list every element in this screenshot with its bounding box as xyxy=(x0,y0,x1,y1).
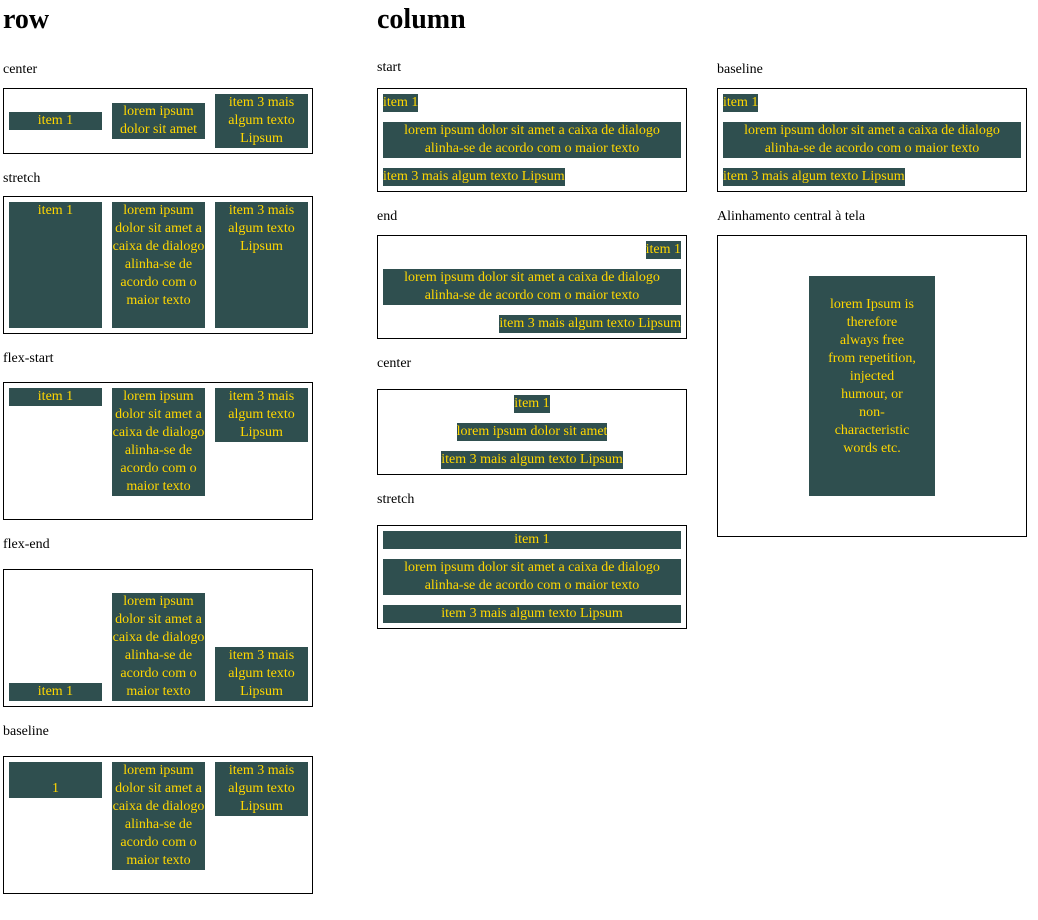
row-flex-end-box: item 1 lorem ipsum dolor sit amet a caix… xyxy=(3,569,313,707)
row-baseline-label: baseline xyxy=(3,724,49,739)
column-start-box: item 1 lorem ipsum dolor sit amet a caix… xyxy=(377,88,687,192)
row-baseline-item-3: item 3 mais algum texto Lipsum xyxy=(215,762,308,816)
column-stretch-box: item 1 lorem ipsum dolor sit amet a caix… xyxy=(377,525,687,629)
row-flex-start-item-3: item 3 mais algum texto Lipsum xyxy=(215,388,308,442)
row-flex-start-box: item 1 lorem ipsum dolor sit amet a caix… xyxy=(3,382,313,520)
column-start-label: start xyxy=(377,60,402,75)
right-section: baseline item 1 lorem ipsum dolor sit am… xyxy=(717,0,1027,537)
column-end-item-2: lorem ipsum dolor sit amet a caixa de di… xyxy=(383,269,681,305)
column-center-label: center xyxy=(377,356,412,371)
row-baseline-box: 1 lorem ipsum dolor sit amet a caixa de … xyxy=(3,756,313,894)
row-flex-end-item-3: item 3 mais algum texto Lipsum xyxy=(215,647,308,701)
column-end-item-1: item 1 xyxy=(645,241,681,259)
column-stretch-item-1: item 1 xyxy=(383,531,681,549)
column-heading: column xyxy=(377,4,466,35)
row-baseline-item-1: 1 xyxy=(9,762,102,798)
row-center-item-1: item 1 xyxy=(9,112,102,130)
row-section: row center item 1 lorem ipsum dolor sit … xyxy=(3,0,313,894)
row-stretch-item-1: item 1 xyxy=(9,202,102,328)
column-center-item-1: item 1 xyxy=(514,395,550,413)
row-stretch-item-2: lorem ipsum dolor sit amet a caixa de di… xyxy=(112,202,205,328)
screen-center-box: lorem Ipsum is therefore always free fro… xyxy=(717,235,1027,537)
row-stretch-box: item 1 lorem ipsum dolor sit amet a caix… xyxy=(3,196,313,334)
column-center-item-2: lorem ipsum dolor sit amet xyxy=(456,423,608,441)
row-stretch-label: stretch xyxy=(3,171,41,186)
screen-center-item: lorem Ipsum is therefore always free fro… xyxy=(809,276,935,496)
row-baseline-item-2: lorem ipsum dolor sit amet a caixa de di… xyxy=(112,762,205,870)
column-baseline-item-2: lorem ipsum dolor sit amet a caixa de di… xyxy=(723,122,1021,158)
row-center-item-2: lorem ipsum dolor sit amet xyxy=(112,103,205,139)
row-flex-start-item-2: lorem ipsum dolor sit amet a caixa de di… xyxy=(112,388,205,496)
column-center-item-3: item 3 mais algum texto Lipsum xyxy=(441,451,623,469)
column-start-item-1: item 1 xyxy=(383,94,419,112)
column-stretch-label: stretch xyxy=(377,492,415,507)
row-flex-start-item-1: item 1 xyxy=(9,388,102,406)
row-heading: row xyxy=(3,4,50,35)
column-end-box: item 1 lorem ipsum dolor sit amet a caix… xyxy=(377,235,687,339)
column-baseline-label: baseline xyxy=(717,62,763,77)
row-flex-start-label: flex-start xyxy=(3,351,54,366)
column-end-item-3: item 3 mais algum texto Lipsum xyxy=(499,315,681,333)
row-stretch-item-3: item 3 mais algum texto Lipsum xyxy=(215,202,308,328)
column-baseline-box: item 1 lorem ipsum dolor sit amet a caix… xyxy=(717,88,1027,192)
column-start-item-2: lorem ipsum dolor sit amet a caixa de di… xyxy=(383,122,681,158)
screen-center-label: Alinhamento central à tela xyxy=(717,209,866,224)
column-end-label: end xyxy=(377,209,398,224)
column-section: column start item 1 lorem ipsum dolor si… xyxy=(377,0,687,629)
column-center-box: item 1 lorem ipsum dolor sit amet item 3… xyxy=(377,389,687,475)
row-flex-end-item-1: item 1 xyxy=(9,683,102,701)
column-start-item-3: item 3 mais algum texto Lipsum xyxy=(383,168,565,186)
row-center-label: center xyxy=(3,62,38,77)
column-stretch-item-3: item 3 mais algum texto Lipsum xyxy=(383,605,681,623)
column-stretch-item-2: lorem ipsum dolor sit amet a caixa de di… xyxy=(383,559,681,595)
column-baseline-item-3: item 3 mais algum texto Lipsum xyxy=(723,168,905,186)
row-center-item-3: item 3 mais algum texto Lipsum xyxy=(215,94,308,148)
row-flex-end-label: flex-end xyxy=(3,537,50,552)
column-baseline-item-1: item 1 xyxy=(723,94,759,112)
row-flex-end-item-2: lorem ipsum dolor sit amet a caixa de di… xyxy=(112,593,205,701)
row-center-box: item 1 lorem ipsum dolor sit amet item 3… xyxy=(3,88,313,154)
